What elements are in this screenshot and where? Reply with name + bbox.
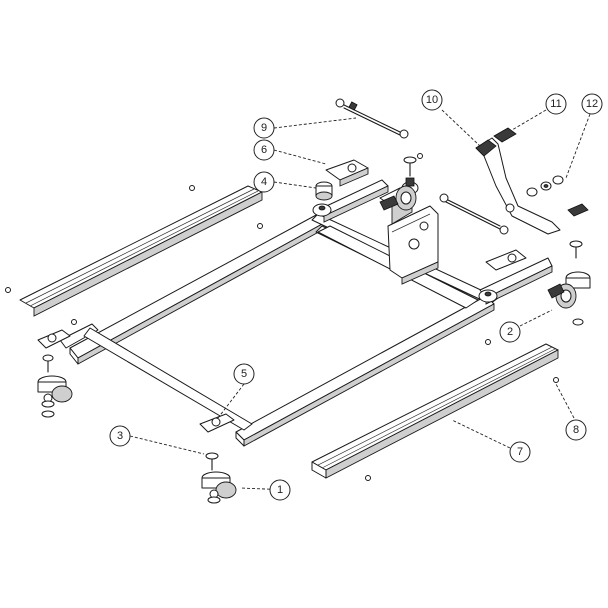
main-frame [59, 179, 553, 447]
pedal-pad-part-11 [493, 127, 517, 143]
callout-8: 8 [565, 419, 587, 441]
bracket-plate-right [485, 249, 527, 271]
callout-3-label: 3 [117, 430, 123, 442]
bracket-plate-part-6 [325, 159, 369, 187]
left-rail [19, 185, 263, 317]
callout-10: 10 [421, 89, 443, 111]
tie-rod-part-9 [335, 98, 409, 139]
callout-12: 12 [581, 93, 603, 115]
callout-11: 11 [545, 93, 567, 115]
callout-2-label: 2 [507, 326, 513, 338]
nut-washers-part-12 [526, 175, 564, 197]
callout-11-label: 11 [550, 98, 561, 110]
callout-7: 7 [509, 441, 531, 463]
caster-part-2 [547, 271, 591, 326]
spacer-part-4 [315, 181, 333, 201]
callout-7-label: 7 [517, 446, 523, 458]
callout-6-label: 6 [261, 144, 267, 156]
callout-4-label: 4 [261, 176, 267, 188]
leader-lines [129, 109, 591, 491]
callout-1-label: 1 [277, 484, 283, 496]
caster-rear-left [379, 185, 417, 211]
callout-9: 9 [253, 117, 275, 139]
right-rail-part-7 [311, 343, 559, 479]
callout-2: 2 [499, 321, 521, 343]
callout-5: 5 [233, 363, 255, 385]
bolt-right [569, 240, 583, 259]
pedal-pad-right [567, 203, 589, 217]
callout-8-label: 8 [573, 424, 579, 436]
caster-part-1 [201, 452, 237, 504]
callout-12-label: 12 [586, 98, 598, 110]
bolt-upper [403, 156, 417, 177]
mounting-tab-left [37, 329, 71, 349]
callout-10-label: 10 [426, 94, 438, 106]
callout-4: 4 [253, 171, 275, 193]
callout-9-label: 9 [261, 122, 267, 134]
callout-1: 1 [269, 479, 291, 501]
brake-lever-part-10 [475, 137, 561, 235]
small-screws [5, 153, 559, 481]
callout-5-label: 5 [241, 368, 247, 380]
tie-rod-lower [439, 193, 509, 235]
callout-3: 3 [109, 425, 131, 447]
caster-left [37, 354, 73, 418]
mounting-tab-part-5 [199, 413, 235, 433]
callout-6: 6 [253, 139, 275, 161]
